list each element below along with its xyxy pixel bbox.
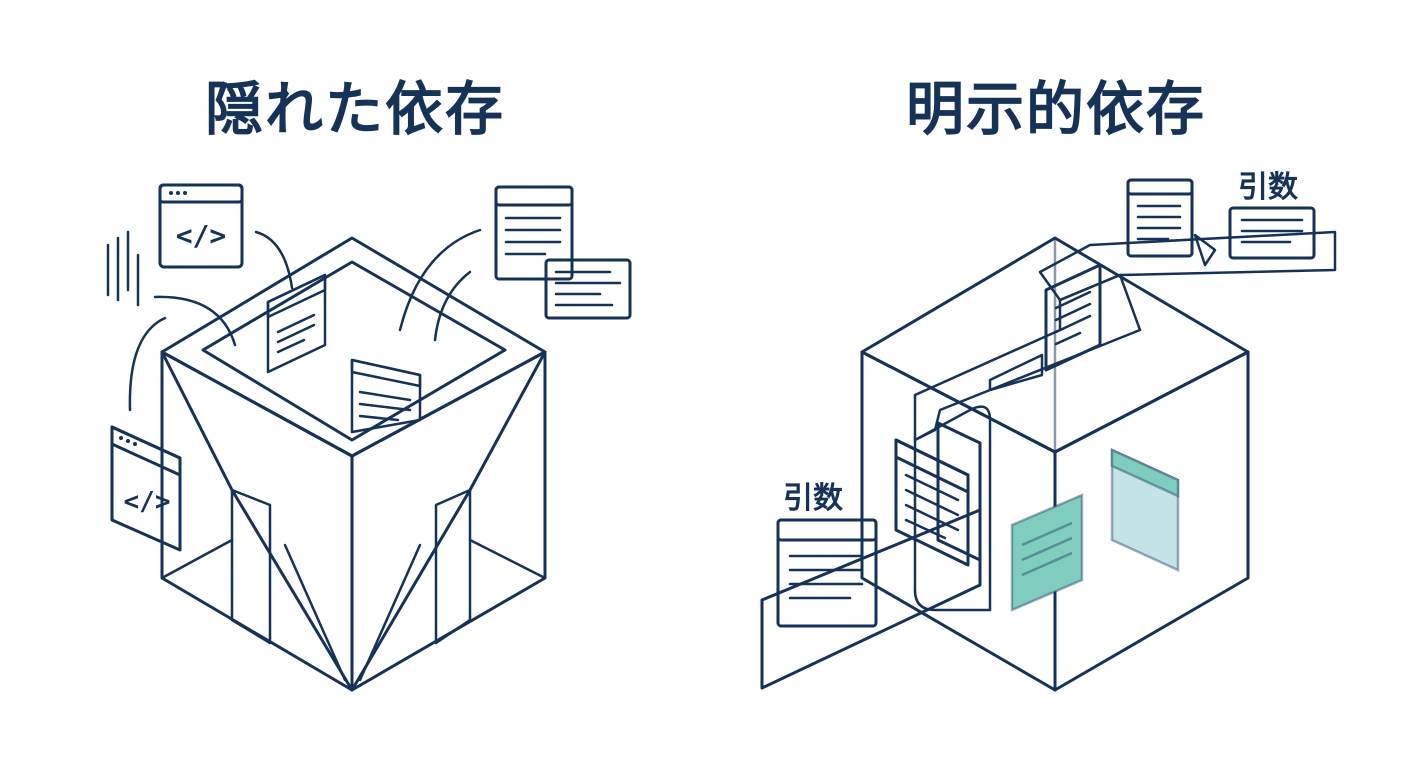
document-icon [266, 273, 327, 374]
explicit-dependency-title: 明示的依存 [905, 75, 1206, 143]
argument-label-left: 引数 [783, 481, 843, 516]
argument-input-chute [760, 508, 982, 690]
document-icon [494, 185, 574, 281]
document-icon [1126, 178, 1194, 258]
document-icon [894, 438, 970, 567]
document-icon [1044, 263, 1102, 372]
hidden-dependency-box [160, 236, 547, 692]
document-icon [544, 258, 632, 320]
code-icon-glyph: </> [176, 219, 227, 252]
code-window-icon: </> [110, 425, 182, 552]
hidden-flow-lines [106, 228, 482, 412]
document-icon [350, 358, 422, 434]
document-icon [936, 421, 982, 562]
argument-document-icon [1228, 206, 1316, 260]
code-icon-glyph: </> [124, 487, 171, 517]
argument-document-icon [776, 518, 878, 628]
argument-channel [913, 230, 1337, 612]
code-window-icon: </> [158, 183, 244, 269]
hidden-dependency-title: 隠れた依存 [204, 75, 505, 143]
explicit-dependency-box [860, 236, 1250, 692]
argument-label-top: 引数 [1238, 170, 1298, 205]
